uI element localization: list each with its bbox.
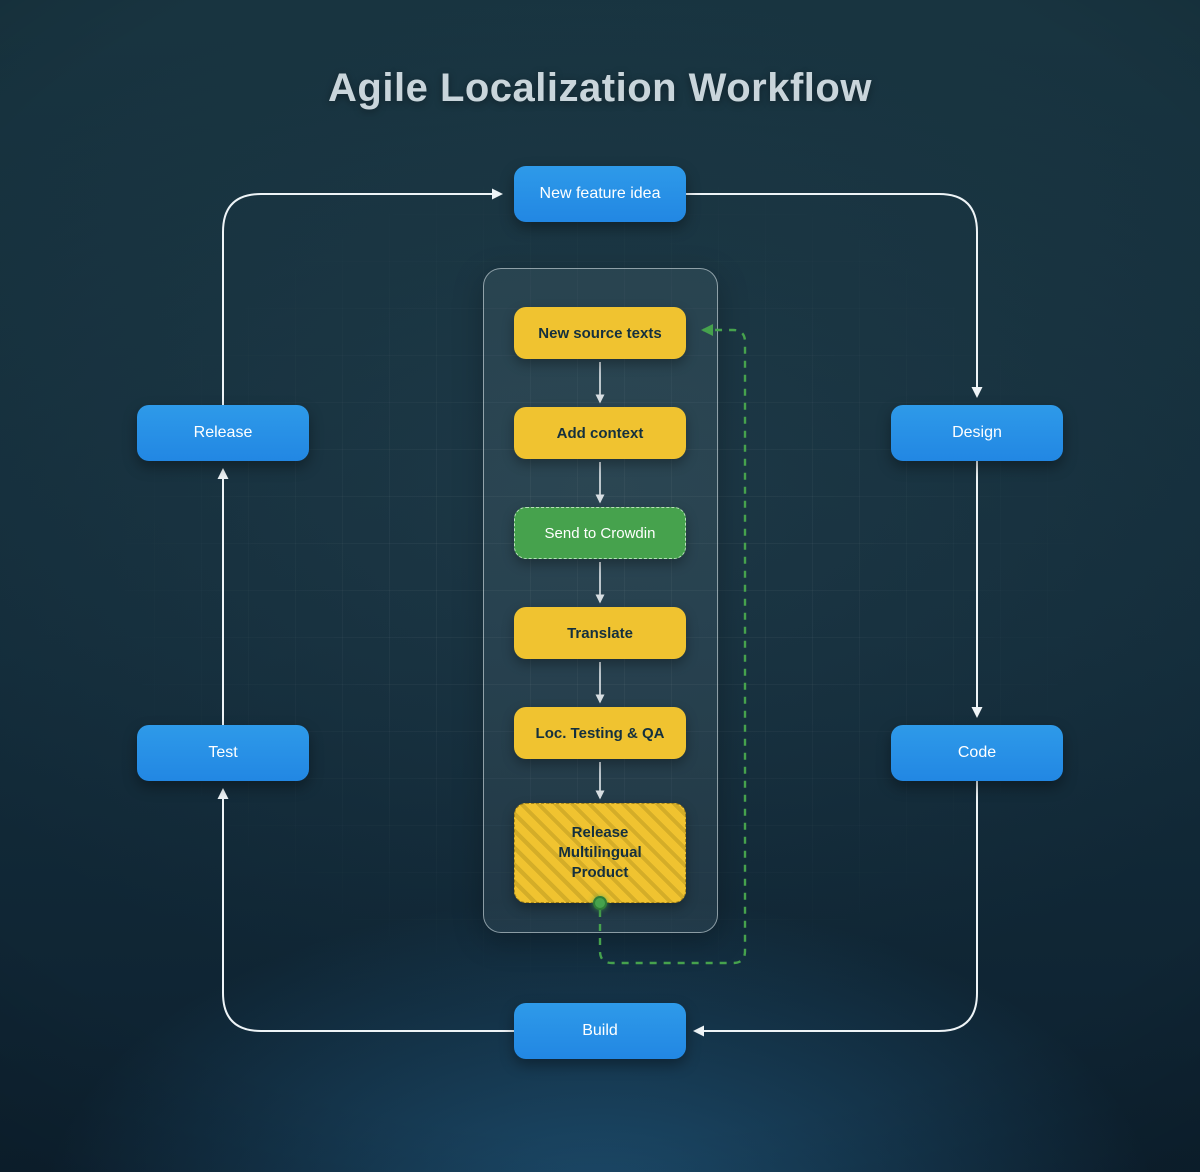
step-add-context: Add context xyxy=(514,407,686,459)
step-send-to-crowdin: Send to Crowdin xyxy=(514,507,686,559)
diagram-title: Agile Localization Workflow xyxy=(328,66,872,110)
step-translate: Translate xyxy=(514,607,686,659)
step-new-source-texts: New source texts xyxy=(514,307,686,359)
node-code: Code xyxy=(891,725,1063,781)
step-release-multilingual-product-label: Release Multilingual Product xyxy=(558,824,642,881)
node-test: Test xyxy=(137,725,309,781)
arrow-code-to-build xyxy=(693,781,978,1037)
node-new-feature-idea: New feature idea xyxy=(514,166,686,222)
arrow-new-feature-idea-to-design xyxy=(686,193,983,398)
node-release: Release xyxy=(137,405,309,461)
step-loc-testing-qa: Loc. Testing & QA xyxy=(514,707,686,759)
node-build: Build xyxy=(514,1003,686,1059)
arrow-build-to-test xyxy=(217,788,514,1032)
arrow-release-to-new-feature-idea xyxy=(222,188,503,405)
node-design: Design xyxy=(891,405,1063,461)
step-release-multilingual-product: Release Multilingual Product xyxy=(514,803,686,903)
feedback-loop-origin-dot xyxy=(593,896,607,910)
